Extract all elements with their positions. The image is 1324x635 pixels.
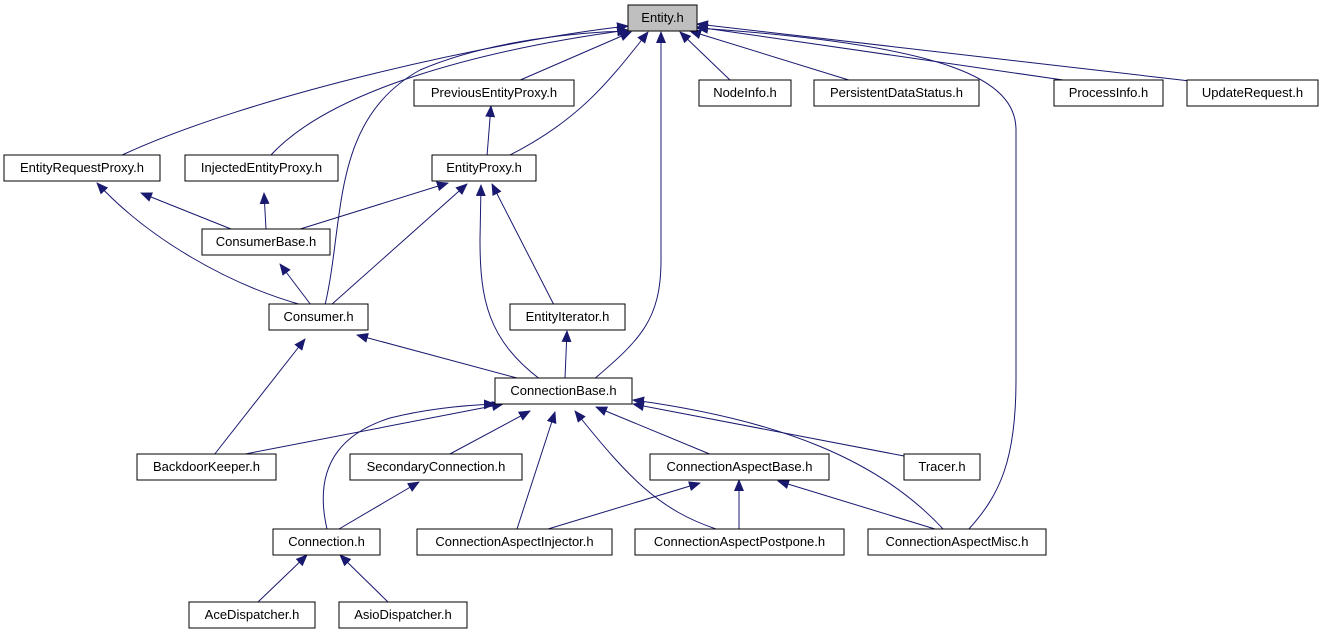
edge-persistentdatastatus-to-entity [689, 29, 853, 82]
edge-connectionaspectmisc-to-entity [696, 23, 1017, 531]
edge-updaterequest-to-entity [696, 20, 1191, 82]
edge-connectionaspectbase-to-connectionbase [595, 406, 713, 456]
node-persistentdatastatus[interactable]: PersistentDataStatus.h [813, 79, 980, 107]
node-label: ProcessInfo.h [1069, 85, 1149, 100]
edge-nodeinfo-to-entity [679, 31, 732, 82]
node-connectionaspectmisc[interactable]: ConnectionAspectMisc.h [867, 528, 1047, 556]
node-tracer[interactable]: Tracer.h [903, 453, 981, 481]
edge-consumerbase-to-injectedentityproxy [259, 192, 270, 230]
edge-connectionaspectmisc-to-connectionaspectbase [777, 479, 936, 530]
node-label: ConnectionAspectBase.h [667, 459, 813, 474]
edge-previousentityproxy-to-entity [517, 31, 632, 82]
node-connectionaspectinjector[interactable]: ConnectionAspectInjector.h [416, 528, 613, 556]
node-label: Connection.h [288, 534, 365, 549]
node-consumerbase[interactable]: ConsumerBase.h [201, 228, 331, 256]
edge-consumer-to-entityproxy [330, 183, 468, 306]
edge-backdoorkeeper-to-consumer [213, 338, 306, 456]
edge-consumer-to-consumerbase [279, 263, 312, 306]
edge-asiodispatcher-to-connection [339, 554, 389, 603]
edge-connectionaspectpostpone-to-connectionbase [574, 410, 717, 530]
edge-connection-to-secondaryconnection [338, 481, 420, 530]
node-injectedentityproxy[interactable]: InjectedEntityProxy.h [184, 154, 339, 182]
node-secondaryconnection[interactable]: SecondaryConnection.h [349, 453, 523, 481]
node-nodeinfo[interactable]: NodeInfo.h [698, 79, 792, 107]
node-label: BackdoorKeeper.h [153, 459, 260, 474]
edge-connectionbase-to-entityiterator [561, 330, 572, 379]
edge-consumerbase-to-entityproxy [296, 181, 449, 231]
node-label: PreviousEntityProxy.h [431, 85, 557, 100]
edge-secondaryconnection-to-connectionbase [447, 410, 531, 456]
node-connectionaspectpostpone[interactable]: ConnectionAspectPostpone.h [634, 528, 845, 556]
node-label: EntityIterator.h [526, 309, 610, 324]
edge-entityiterator-to-entityproxy [491, 183, 555, 306]
node-connectionaspectbase[interactable]: ConnectionAspectBase.h [649, 453, 830, 481]
edge-entityproxy-to-entity [507, 31, 649, 157]
node-label: Entity.h [641, 10, 683, 25]
node-label: PersistentDataStatus.h [830, 85, 963, 100]
edge-entityproxy-to-previousentityproxy [485, 105, 496, 157]
node-asiodispatcher[interactable]: AsioDispatcher.h [338, 601, 468, 629]
edge-consumer-to-entity [324, 26, 630, 306]
node-processinfo[interactable]: ProcessInfo.h [1053, 79, 1164, 107]
edge-connectionaspectinjector-to-connectionaspectbase [547, 481, 701, 530]
edge-connectionbase-to-entityproxy [475, 184, 542, 381]
edge-connectionbase-to-entity [592, 31, 666, 381]
node-label: UpdateRequest.h [1202, 85, 1303, 100]
node-label: AsioDispatcher.h [354, 607, 452, 622]
edge-entityrequestproxy-to-entity [119, 22, 629, 157]
node-previousentityproxy[interactable]: PreviousEntityProxy.h [413, 79, 575, 107]
node-label: ConnectionAspectMisc.h [885, 534, 1028, 549]
node-consumer[interactable]: Consumer.h [268, 303, 369, 331]
edges-layer [96, 20, 1191, 603]
node-connectionbase[interactable]: ConnectionBase.h [494, 377, 633, 405]
edge-injectedentityproxy-to-entity [269, 26, 629, 157]
edge-processinfo-to-entity [696, 23, 1071, 82]
node-label: EntityRequestProxy.h [20, 160, 144, 175]
node-backdoorkeeper[interactable]: BackdoorKeeper.h [136, 453, 277, 481]
node-updaterequest[interactable]: UpdateRequest.h [1186, 79, 1319, 107]
node-acedispatcher[interactable]: AceDispatcher.h [188, 601, 316, 629]
node-label: ConnectionAspectInjector.h [435, 534, 593, 549]
node-entity[interactable]: Entity.h [627, 4, 698, 32]
node-label: Tracer.h [918, 459, 965, 474]
node-entityproxy[interactable]: EntityProxy.h [431, 154, 537, 182]
edge-consumer-to-entityrequestproxy [96, 182, 303, 306]
edge-connectionbase-to-consumer [356, 333, 518, 379]
edge-tracer-to-connectionbase [632, 401, 905, 457]
node-connection[interactable]: Connection.h [272, 528, 381, 556]
node-entityrequestproxy[interactable]: EntityRequestProxy.h [3, 154, 161, 182]
node-label: NodeInfo.h [713, 85, 777, 100]
node-label: InjectedEntityProxy.h [201, 160, 322, 175]
edge-acedispatcher-to-connection [257, 554, 308, 603]
edge-backdoorkeeper-to-connectionbase [239, 401, 504, 456]
node-label: Consumer.h [283, 309, 353, 324]
node-label: SecondaryConnection.h [367, 459, 506, 474]
node-label: ConnectionBase.h [510, 383, 616, 398]
node-label: ConsumerBase.h [216, 234, 316, 249]
edge-connection-to-connectionbase [322, 399, 496, 530]
edge-connectionaspectmisc-to-connectionbase [632, 396, 945, 531]
nodes-layer: Entity.h PreviousEntityProxy.h NodeInfo.… [3, 4, 1319, 629]
node-entityiterator[interactable]: EntityIterator.h [509, 303, 626, 331]
node-label: ConnectionAspectPostpone.h [654, 534, 825, 549]
node-label: AceDispatcher.h [205, 607, 300, 622]
edge-connectionaspectinjector-to-connectionbase [516, 411, 557, 530]
edge-consumerbase-to-entityrequestproxy [140, 192, 237, 232]
node-label: EntityProxy.h [446, 160, 522, 175]
